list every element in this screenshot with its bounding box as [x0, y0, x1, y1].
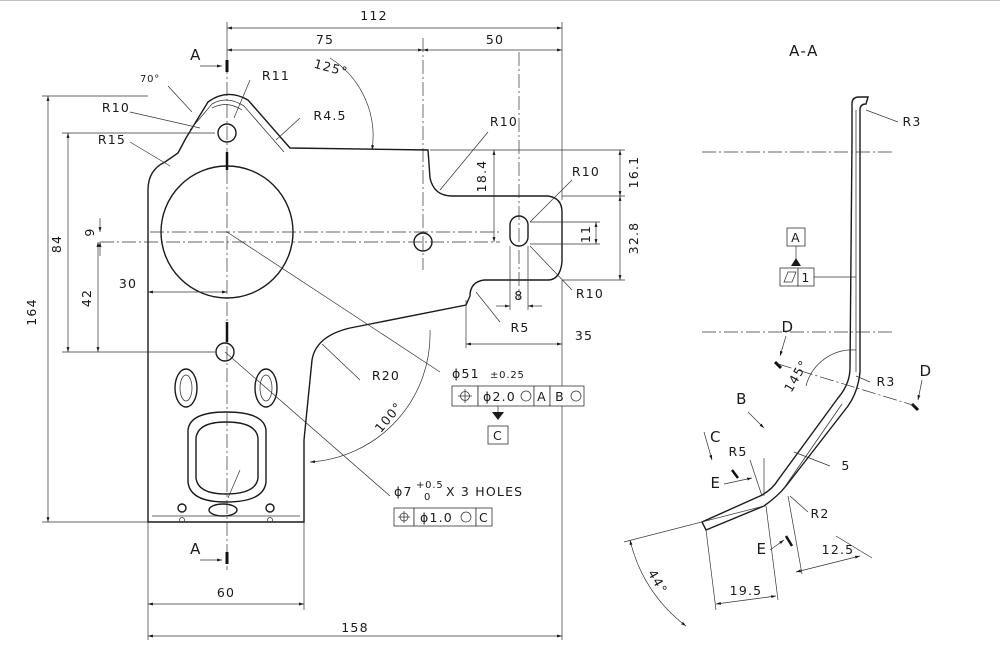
- dim-18-4: 18.4: [474, 160, 489, 193]
- section-dim-5: 5: [841, 458, 850, 473]
- callout-datum-b: B: [555, 389, 565, 404]
- section-label-e2: E: [757, 540, 768, 558]
- section-dim-12-5: 12.5: [822, 542, 855, 557]
- holes-datum: C: [479, 510, 489, 525]
- section-label-c: C: [710, 428, 722, 446]
- radius-r11: R11: [262, 68, 290, 83]
- section-cut-line: [200, 60, 229, 564]
- dim-30: 30: [119, 276, 137, 291]
- dim-84: 84: [49, 235, 64, 253]
- section-dim-19-5: 19.5: [730, 583, 763, 598]
- radius-r10-slot-top: R10: [572, 164, 600, 179]
- emboss-features: [174, 368, 278, 523]
- holes-tol-lower: 0: [424, 492, 431, 503]
- dim-164: 164: [24, 298, 39, 325]
- section-title: A-A: [789, 42, 819, 60]
- top-hole: [217, 123, 237, 143]
- section-r3-mid: R3: [876, 374, 895, 389]
- position-icon: [458, 389, 472, 403]
- section-r3-top: R3: [902, 114, 921, 129]
- holes-suffix: X 3 HOLES: [446, 484, 523, 499]
- hole-callout: ϕ51 ±0.25 ϕ2.0 A B C: [451, 366, 585, 445]
- radius-r10-top: R10: [102, 100, 130, 115]
- section-datum-a: A: [791, 230, 801, 245]
- dim-42: 42: [79, 289, 94, 307]
- section-label-d1: D: [781, 318, 794, 336]
- section-flatness-value: 1: [801, 270, 810, 285]
- dim-60: 60: [217, 585, 235, 600]
- radius-r4-5: R4.5: [313, 108, 346, 123]
- callout-datum-a: A: [537, 389, 547, 404]
- section-angle-145: 145°: [781, 357, 811, 395]
- dim-112: 112: [360, 8, 387, 23]
- holes-callout: ϕ7 +0.5 0 X 3 HOLES ϕ1.0 C: [393, 480, 523, 527]
- center-hole: [215, 342, 235, 362]
- flatness-icon: [783, 271, 797, 283]
- radius-r10-notch: R10: [490, 114, 518, 129]
- mmc-icon-b: [570, 390, 582, 402]
- dimension-lines: [42, 22, 625, 640]
- center-lines: [100, 38, 520, 570]
- radius-r20: R20: [372, 368, 400, 383]
- section-label-b: B: [736, 390, 748, 408]
- dim-35: 35: [575, 328, 593, 343]
- holes-tol-upper: +0.5: [416, 480, 443, 491]
- dim-16-1: 16.1: [626, 156, 641, 189]
- section-angle-44: 44°: [645, 567, 671, 597]
- dim-11: 11: [578, 225, 593, 243]
- bracket-outline: [147, 93, 563, 523]
- dim-75: 75: [316, 32, 334, 47]
- mmc-icon-holes: [460, 511, 472, 523]
- section-r5: R5: [728, 444, 747, 459]
- callout-tolerance: ±0.25: [490, 370, 525, 381]
- section-mark-a-top: A: [190, 46, 202, 64]
- mmc-icon: [520, 390, 532, 402]
- angle-70: 70°: [140, 74, 160, 85]
- angle-125: 125°: [312, 56, 350, 80]
- section-label-d2: D: [919, 362, 932, 380]
- callout-fcf-tol: ϕ2.0: [483, 389, 516, 404]
- top-border: [0, 0, 1000, 1]
- dim-9: 9: [82, 227, 97, 236]
- dimension-texts: 112 75 50 164 84 42 9 30 60 158 16.1 32.…: [24, 8, 641, 635]
- dim-158: 158: [341, 620, 368, 635]
- callout-diameter: ϕ51: [452, 366, 480, 381]
- section-r2: R2: [810, 506, 829, 521]
- position-icon-2: [398, 511, 410, 523]
- radius-r10-slot-bottom: R10: [576, 286, 604, 301]
- angle-100: 100°: [372, 399, 406, 435]
- radius-r15: R15: [98, 132, 126, 147]
- section-label-e1: E: [711, 474, 722, 492]
- holes-diameter: ϕ7: [394, 484, 413, 499]
- dim-32-8: 32.8: [626, 222, 641, 255]
- radius-r5: R5: [510, 320, 529, 335]
- holes-fcf-tol: ϕ1.0: [420, 510, 453, 525]
- callout-datum-c: C: [493, 428, 503, 443]
- section-mark-a-bottom: A: [190, 540, 202, 558]
- section-view: A-A A 1 D D 145° R3 R3: [623, 42, 932, 627]
- dim-8: 8: [514, 288, 523, 303]
- dim-50: 50: [486, 32, 504, 47]
